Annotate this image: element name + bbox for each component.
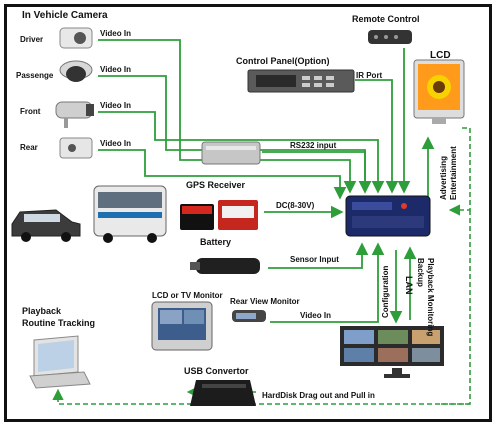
lan-label: LAN [404, 276, 414, 295]
lcd-label: LCD [430, 50, 451, 61]
arrow-driver [98, 39, 357, 194]
police-car-icon [11, 209, 81, 242]
arrow-sensor [268, 242, 369, 269]
control-panel-label: Control Panel(Option) [236, 56, 330, 66]
advertising-label-2: Entertainment [449, 146, 458, 200]
rear-view-monitor-icon [232, 310, 266, 322]
arrow-front [98, 111, 385, 194]
rs232-label: RS232 input [290, 141, 337, 150]
configuration-label: Configuration [381, 265, 390, 318]
video-in-label-driver: Video In [100, 29, 131, 38]
lcd-monitor-icon [413, 59, 465, 124]
arrow-lcd-dashed [448, 127, 471, 216]
video-in-monitor-label: Video In [300, 311, 331, 320]
camera-label-front: Front [20, 107, 41, 116]
playback-title-1: Playback [22, 306, 62, 316]
advertising-label-1: Advertising [439, 156, 448, 200]
ir-port-label: IR Port [356, 71, 383, 80]
control-panel-icon [247, 69, 355, 93]
arrow-passenger [98, 75, 372, 194]
passenger-camera-icon [59, 60, 93, 82]
harddisk-label: HardDisk Drag out and Pull in [262, 391, 375, 400]
backup-label: Backup [416, 258, 425, 287]
arrow-rear [98, 149, 347, 200]
playback-laptop-icon [29, 335, 91, 389]
monitoring-station-icon [340, 326, 444, 378]
battery-label: Battery [200, 237, 231, 247]
arrow-control-panel [355, 79, 399, 194]
dc-label: DC(8-30V) [276, 201, 315, 210]
bus-icon [93, 185, 167, 243]
video-in-label-rear: Video In [100, 139, 131, 148]
lcd-tv-label: LCD or TV Monitor [152, 291, 223, 300]
mobile-dvr-icon [345, 195, 431, 237]
camera-label-rear: Rear [20, 143, 38, 152]
camera-section-title: In Vehicle Camera [22, 10, 108, 21]
usb-convertor-label: USB Convertor [184, 366, 249, 376]
rs232-device-icon [201, 141, 261, 165]
gps-receiver-label: GPS Receiver [186, 180, 246, 190]
playback-title-2: Routine Tracking [22, 318, 95, 328]
arrow-playback-dashed [52, 210, 471, 405]
rear-camera-icon [59, 137, 93, 159]
driver-camera-icon [59, 27, 93, 49]
video-in-label-passenger: Video In [100, 65, 131, 74]
connection-arrows [98, 39, 435, 324]
video-in-label-front: Video In [100, 101, 131, 110]
rear-view-label: Rear View Monitor [230, 297, 300, 306]
front-camera-icon [55, 101, 94, 128]
battery-icon [180, 200, 258, 230]
arrow-video-in-monitor [270, 242, 385, 323]
camera-label-driver: Driver [20, 35, 43, 44]
sensor-input-label: Sensor Input [290, 255, 339, 264]
camera-label-passenger: Passenge [16, 71, 54, 80]
usb-convertor-icon [190, 380, 256, 406]
remote-control-label: Remote Control [352, 14, 420, 24]
playback-monitoring-label: Playback Monitoring [426, 258, 435, 336]
arrow-rs232 [262, 151, 372, 194]
remote-control-icon [368, 30, 412, 44]
tv-monitor-icon [151, 301, 213, 351]
sensor-icon [190, 258, 260, 274]
